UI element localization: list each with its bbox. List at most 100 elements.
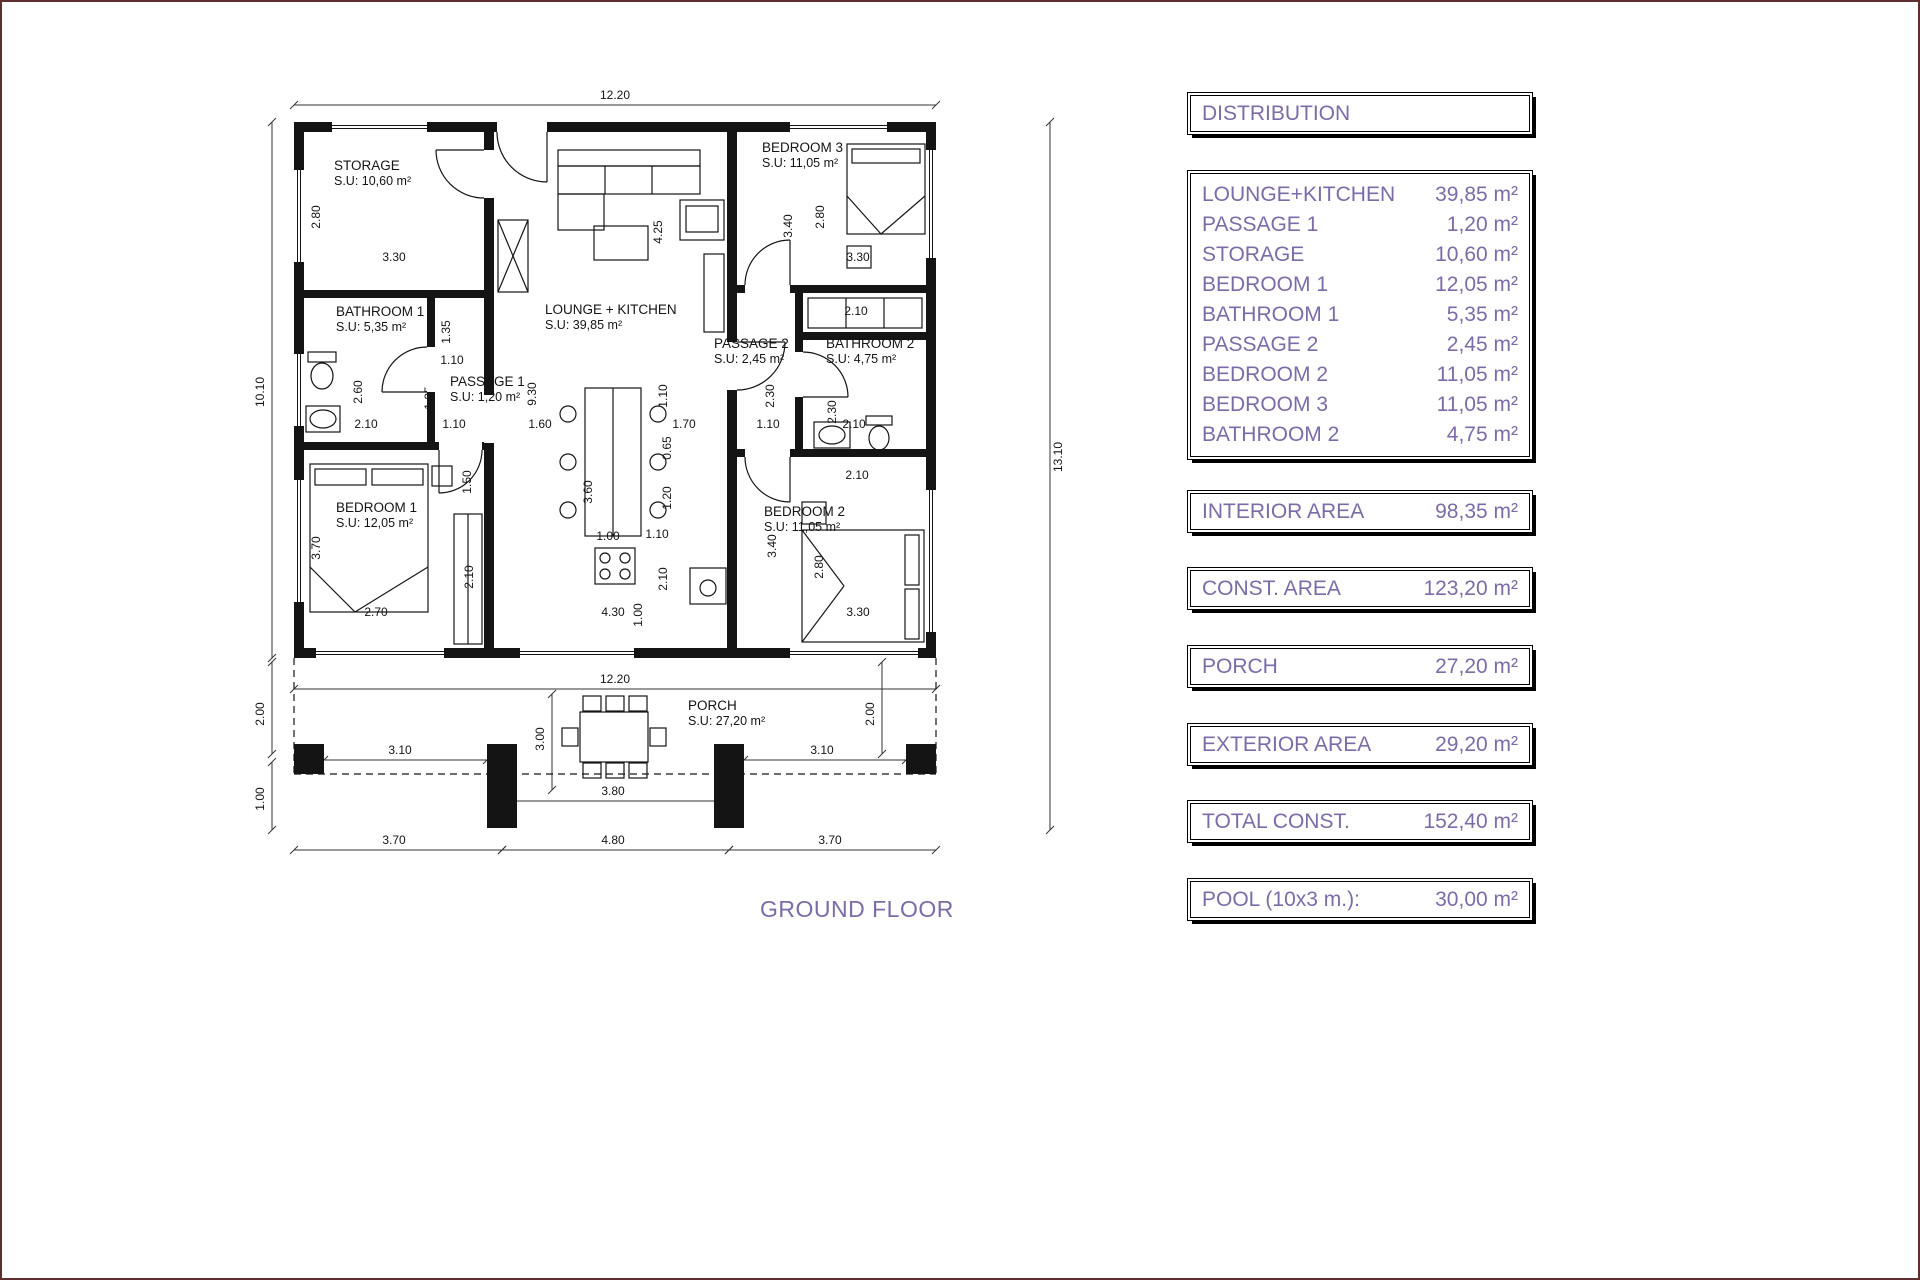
distribution-room-value: 1,20 m² [1446,213,1518,236]
dimension-label: 10.10 [253,377,267,407]
distribution-room-label: BATHROOM 1 [1202,303,1340,326]
distribution-room-value: 10,60 m² [1435,243,1518,266]
room-label: PASSAGE 1 [450,374,525,389]
dimension-label: 2.10 [656,567,670,591]
bed-bedroom2 [801,529,925,643]
dimension-label: 3.70 [309,536,323,560]
dimension-label: 3.40 [781,214,795,238]
dimension-label: 2.10 [844,304,868,318]
dimension-label: 1.10 [440,353,464,367]
coffee-table [593,225,649,261]
dimension-label: 1.10 [645,527,669,541]
drawing-title: GROUND FLOOR [760,896,954,922]
total-const-box: TOTAL CONST. 152,40 m² [1187,800,1533,843]
bathroom2-door [802,351,849,398]
exterior-area-box: EXTERIOR AREA 29,20 m² [1187,723,1533,766]
wardrobe-bedroom1 [453,513,483,645]
bar-stools [559,405,667,519]
room-area: S.U: 11,05 m² [764,520,840,534]
bedroom2-door [744,456,791,503]
distribution-title-box: DISTRIBUTION [1187,92,1533,135]
bathroom1-door [381,346,428,393]
room-area: S.U: 39,85 m² [545,318,622,332]
room-label: LOUNGE + KITCHEN [545,302,677,317]
dimension-label: 2.10 [842,417,866,431]
entrance-door [496,131,548,183]
room-label: STORAGE [334,158,400,173]
nightstand-bedroom3 [846,245,872,269]
sofa [557,149,701,231]
nightstand-bedroom1 [431,465,453,487]
dimension-label: 1.10 [656,384,670,408]
exterior-area-label: EXTERIOR AREA [1202,732,1372,756]
stove [594,547,636,585]
room-label: BEDROOM 3 [762,140,843,155]
dimension-label: 1.10 [442,417,466,431]
dimension-label: 0.65 [660,436,674,460]
sink-bathroom2 [813,421,851,449]
dimension-label: 2.10 [354,417,378,431]
tv-unit [703,253,725,333]
distribution-room-label: LOUNGE+KITCHEN [1202,183,1396,206]
dimension-label: 2.60 [351,380,365,404]
dimension-label: 2.10 [845,468,869,482]
storage-door [435,149,485,199]
distribution-row: BEDROOM 3 11,05 m² [1202,390,1518,420]
room-area: S.U: 12,05 m² [336,516,413,530]
distribution-room-value: 4,75 m² [1446,423,1518,446]
dimension-label: 4.25 [651,220,665,244]
distribution-room-label: BEDROOM 3 [1202,393,1329,416]
porch [293,658,937,828]
room-label: BATHROOM 1 [336,304,424,319]
distribution-row: STORAGE 10,60 m² [1202,240,1518,270]
dimension-label: 1.35 [439,320,453,344]
porch-area-label: PORCH [1202,654,1278,678]
dimension-label: 3.60 [581,480,595,504]
distribution-room-label: PASSAGE 1 [1202,213,1319,236]
distribution-room-label: STORAGE [1202,243,1305,266]
dimension-label: 2.80 [812,555,826,579]
distribution-row: BATHROOM 2 4,75 m² [1202,420,1518,450]
dimension-label: 1.10 [756,417,780,431]
dimension-label: 3.30 [382,250,406,264]
doors [381,131,849,503]
total-const-label: TOTAL CONST. [1202,809,1350,833]
distribution-room-label: BEDROOM 1 [1202,273,1329,296]
toilet-bathroom1 [307,351,337,390]
room-label: BEDROOM 1 [336,500,417,515]
room-area: S.U: 5,35 m² [336,320,406,334]
pool-value: 30,00 m² [1435,887,1518,911]
dimension-label: 3.30 [846,605,870,619]
pool-label: POOL (10x3 m.): [1202,887,1360,911]
dimension-label: 1.00 [253,787,267,811]
exterior-area-value: 29,20 m² [1435,732,1518,756]
dimension-label: 2.00 [863,702,877,726]
interior-area-box: INTERIOR AREA 98,35 m² [1187,490,1533,533]
dimension-label: 12.20 [600,88,630,102]
dimension-label: 2.80 [813,205,827,229]
const-area-value: 123,20 m² [1423,576,1518,600]
distribution-title: DISTRIBUTION [1202,101,1351,125]
porch-column-left [294,744,324,774]
distribution-room-value: 11,05 m² [1436,363,1518,386]
bed-bedroom1 [309,463,429,613]
dimension-label: 3.80 [601,784,625,798]
wardrobe-passage2 [807,297,923,329]
dimension-label: 4.30 [601,605,625,619]
distribution-room-label: BATHROOM 2 [1202,423,1340,446]
distribution-room-value: 11,05 m² [1436,393,1518,416]
room-area: S.U: 4,75 m² [826,352,896,366]
distribution-room-value: 2,45 m² [1446,333,1518,356]
nightstand-bedroom2 [801,501,827,525]
room-area: S.U: 10,60 m² [334,174,411,188]
dimension-label: 3.00 [533,727,547,751]
dimension-label: 12.20 [600,672,630,686]
porch-area-value: 27,20 m² [1435,654,1518,678]
toilet-bathroom2 [865,415,893,451]
